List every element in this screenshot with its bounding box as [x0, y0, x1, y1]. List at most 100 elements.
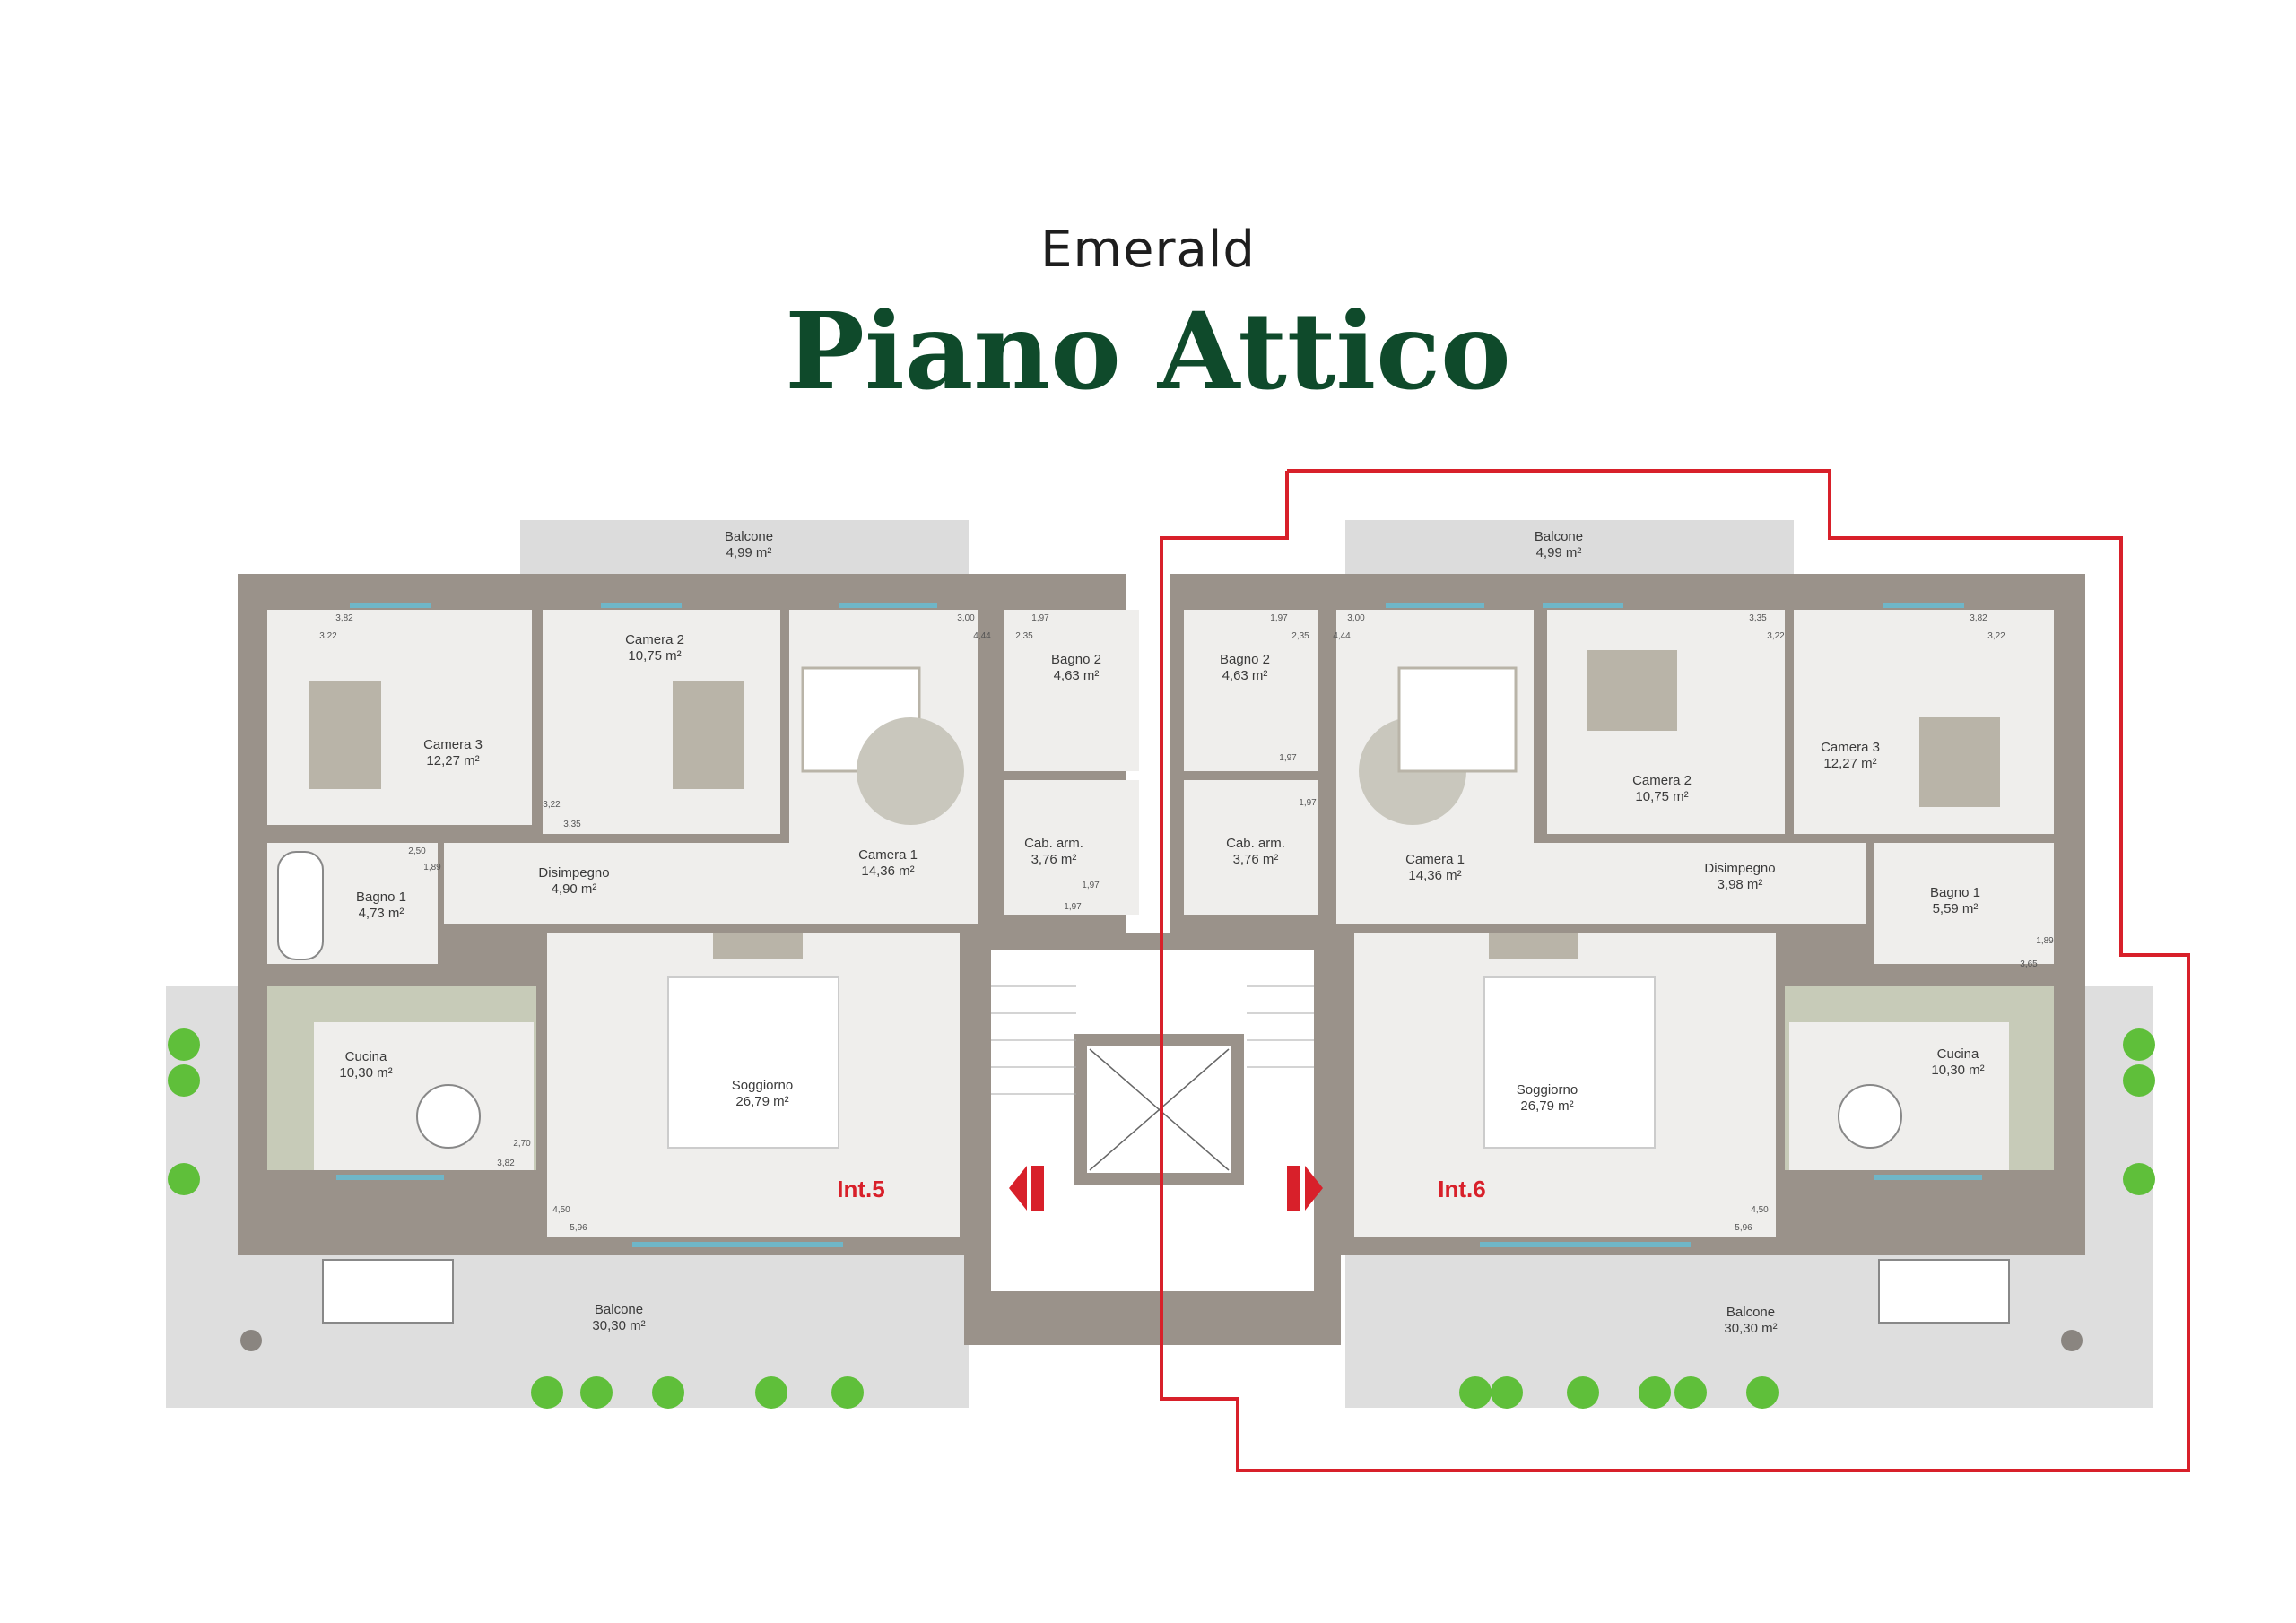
entry-arrow-right-bar	[1287, 1166, 1300, 1211]
room-name: Balcone	[595, 1302, 643, 1317]
room-area: 10,30 m²	[1931, 1063, 1984, 1078]
entry-arrow-right-icon	[1305, 1166, 1323, 1211]
room-name: Disimpegno	[1704, 861, 1775, 876]
dimension: 5,96	[1735, 1223, 1752, 1233]
window	[336, 1175, 444, 1180]
room-area: 4,73 m²	[359, 906, 404, 921]
room-area: 10,75 m²	[1635, 789, 1688, 804]
left-apartment-rooms	[267, 610, 1139, 1237]
plant-icon	[1459, 1376, 1492, 1409]
round-rug	[857, 717, 964, 825]
room-area: 4,99 m²	[726, 545, 772, 560]
room-name: Camera 1	[858, 847, 918, 863]
room-labels: Balcone 4,99 m² Camera 3 12,27 m² Camera…	[339, 529, 1984, 1336]
room-name: Cucina	[1937, 1046, 1979, 1062]
sofa	[713, 933, 803, 959]
plant-icon	[1639, 1376, 1671, 1409]
top-balcony-left-deck	[520, 520, 969, 574]
dimension: 3,82	[1970, 613, 1987, 623]
room-name: Camera 1	[1405, 852, 1465, 867]
room-name: Bagno 2	[1220, 652, 1270, 667]
unit-label-int6: Int.6	[1438, 1176, 1485, 1202]
dimension: 1,97	[1299, 798, 1317, 808]
room-area: 14,36 m²	[1408, 868, 1461, 883]
plant-icon	[580, 1376, 613, 1409]
room-area: 5,59 m²	[1933, 901, 1979, 916]
dimension: 1,97	[1279, 753, 1297, 763]
room-area: 3,76 m²	[1233, 852, 1279, 867]
plant-icon	[831, 1376, 864, 1409]
room-area: 26,79 m²	[1520, 1098, 1573, 1114]
room-name: Camera 2	[1632, 773, 1692, 788]
plant-icon	[1567, 1376, 1599, 1409]
dimension: 1,97	[1031, 613, 1049, 623]
dimension: 4,50	[1751, 1205, 1769, 1215]
right-bagno1-floor	[1874, 843, 2054, 964]
window	[839, 603, 937, 608]
room-name: Bagno 1	[1930, 885, 1980, 900]
plant-icon	[168, 1163, 200, 1195]
rug	[667, 976, 839, 1149]
dimension: 4,44	[973, 631, 991, 641]
plant-icon	[1491, 1376, 1523, 1409]
bed	[673, 681, 744, 789]
room-name: Soggiorno	[1517, 1082, 1578, 1098]
room-area: 4,63 m²	[1054, 668, 1100, 683]
left-cab-floor	[1004, 780, 1139, 915]
room-name: Cab. arm.	[1024, 836, 1083, 851]
dining-table	[416, 1084, 481, 1149]
room-area: 30,30 m²	[592, 1318, 645, 1333]
plant-icon	[2123, 1163, 2155, 1195]
left-disimpegno-floor	[444, 843, 964, 924]
plant-icon	[168, 1064, 200, 1097]
plant-icon	[755, 1376, 787, 1409]
dimension-labels: 3,82 3,22 3,35 3,22 3,00 4,44 1,97 2,35 …	[319, 613, 2054, 1233]
entry-arrow-left-bar	[1031, 1166, 1044, 1211]
dimension: 2,70	[513, 1139, 531, 1149]
floor-title: Piano Attico	[785, 289, 1511, 413]
dimension: 3,22	[543, 800, 561, 810]
windows	[336, 603, 1982, 1247]
top-balcony-right-deck	[1345, 520, 1794, 574]
planter	[2061, 1330, 2083, 1351]
dimension: 5,96	[570, 1223, 587, 1233]
outdoor-table	[1878, 1259, 2010, 1324]
left-bagno2-floor	[1004, 610, 1139, 771]
room-area: 4,63 m²	[1222, 668, 1268, 683]
window	[350, 603, 430, 608]
room-area: 4,90 m²	[552, 881, 597, 897]
unit-boundary-int6	[1160, 469, 2190, 1472]
dimension: 1,89	[423, 863, 441, 872]
dimension: 3,00	[1347, 613, 1365, 623]
room-name: Balcone	[725, 529, 773, 544]
project-name: Emerald	[1040, 221, 1256, 279]
plant-icon	[531, 1376, 563, 1409]
room-name: Bagno 1	[356, 890, 406, 905]
room-name: Bagno 2	[1051, 652, 1101, 667]
room-name: Balcone	[1535, 529, 1583, 544]
right-disimpegno-floor	[1345, 843, 1866, 924]
dimension: 2,35	[1292, 631, 1309, 641]
window	[1883, 603, 1964, 608]
dimension: 3,82	[497, 1159, 515, 1168]
dimension: 2,35	[1015, 631, 1033, 641]
dimension: 3,22	[319, 631, 337, 641]
sofa	[1489, 933, 1578, 959]
window	[1480, 1242, 1691, 1247]
room-area: 4,99 m²	[1536, 545, 1582, 560]
bed	[309, 681, 381, 789]
dimension: 3,22	[1987, 631, 2005, 641]
window	[1386, 603, 1484, 608]
dimension: 1,97	[1082, 881, 1100, 890]
bed	[1397, 666, 1518, 773]
dimension: 3,65	[2020, 959, 2038, 969]
window	[632, 1242, 843, 1247]
outdoor-table	[322, 1259, 454, 1324]
left-camera3-floor	[267, 610, 532, 825]
room-name: Disimpegno	[538, 865, 609, 881]
plant-icon	[168, 1028, 200, 1061]
unit-label-int5: Int.5	[837, 1176, 884, 1202]
room-name: Soggiorno	[732, 1078, 793, 1093]
dimension: 2,50	[408, 846, 426, 856]
bed	[1919, 717, 2000, 807]
